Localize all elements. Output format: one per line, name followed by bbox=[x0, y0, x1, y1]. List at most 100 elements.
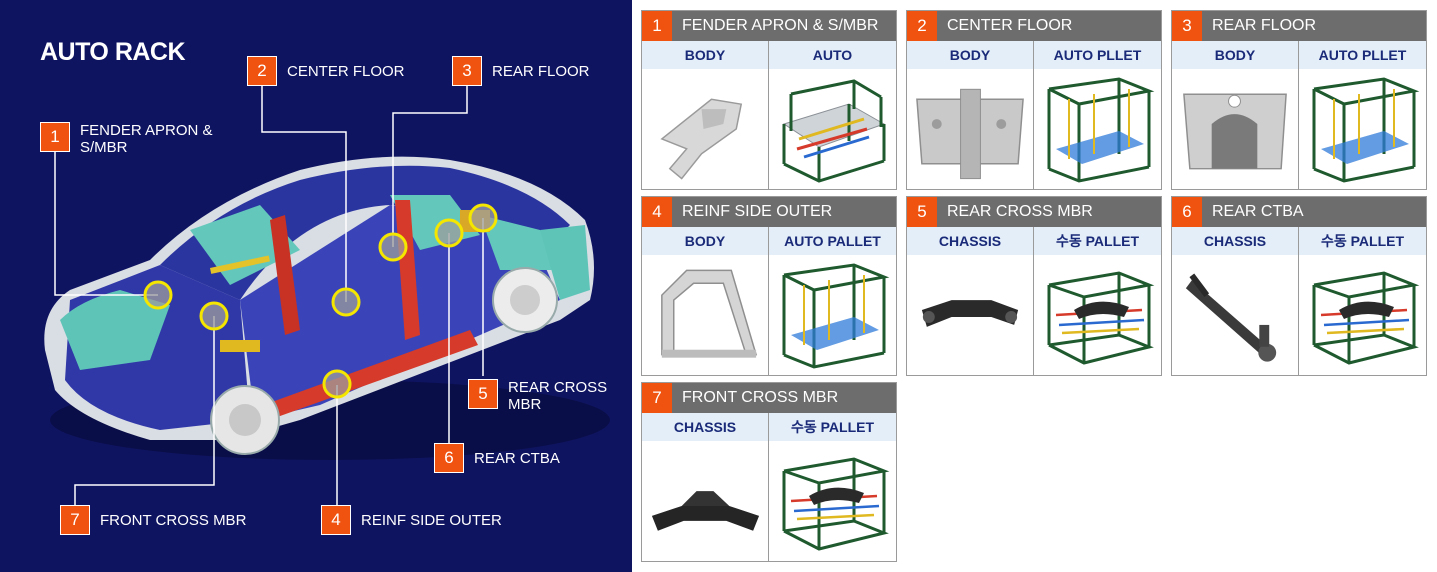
part-column: BODY bbox=[1172, 41, 1299, 189]
auto-pallet-rack-icon bbox=[1299, 69, 1426, 189]
auto-pallet-rack-icon bbox=[1034, 69, 1161, 189]
marker-1 bbox=[143, 280, 173, 310]
part-card-4: 4 REINF SIDE OUTER BODY AUTO PALLET bbox=[641, 196, 897, 376]
car-body-illustration bbox=[44, 85, 610, 505]
marker-5 bbox=[468, 203, 498, 233]
marker-7 bbox=[199, 301, 229, 331]
manual-pallet-rack-icon bbox=[1299, 255, 1426, 375]
card-number: 6 bbox=[1172, 197, 1202, 227]
rack-type-label: 수동 PALLET bbox=[1034, 227, 1161, 255]
callout-label: REAR FLOOR bbox=[492, 63, 590, 80]
card-header: 3 REAR FLOOR bbox=[1172, 11, 1426, 41]
part-column: BODY bbox=[907, 41, 1034, 189]
rear-floor-part-icon bbox=[1172, 69, 1298, 189]
part-card-1: 1 FENDER APRON & S/MBR BODY AUTO bbox=[641, 10, 897, 190]
callout-leader-lines bbox=[54, 85, 484, 505]
card-title: REINF SIDE OUTER bbox=[682, 203, 833, 220]
manual-pallet-rack-icon bbox=[769, 441, 896, 561]
part-card-7: 7 FRONT CROSS MBR CHASSIS 수동 PALLET bbox=[641, 382, 897, 562]
callout-number: 3 bbox=[452, 56, 482, 86]
page-title: AUTO RACK bbox=[40, 38, 186, 66]
callout-number: 4 bbox=[321, 505, 351, 535]
callout-number: 1 bbox=[40, 122, 70, 152]
part-markers bbox=[143, 203, 498, 399]
fender-apron-part-icon bbox=[642, 69, 768, 189]
side-outer-part-icon bbox=[642, 255, 768, 375]
auto-rack-icon bbox=[769, 69, 896, 189]
part-category-label: CHASSIS bbox=[1172, 227, 1298, 255]
callout-number: 2 bbox=[247, 56, 277, 86]
manual-pallet-rack-icon bbox=[1034, 255, 1161, 375]
part-column: CHASSIS bbox=[1172, 227, 1299, 375]
rack-column: AUTO PLLET bbox=[1299, 41, 1426, 189]
rack-type-label: AUTO PLLET bbox=[1299, 41, 1426, 69]
callout-label: FENDER APRON & S/MBR bbox=[80, 122, 213, 156]
card-header: 7 FRONT CROSS MBR bbox=[642, 383, 896, 413]
rack-type-label: AUTO PALLET bbox=[769, 227, 896, 255]
callout-6: 6 REAR CTBA bbox=[434, 443, 560, 473]
center-floor-part-icon bbox=[907, 69, 1033, 189]
card-number: 4 bbox=[642, 197, 672, 227]
callout-label: REAR CROSS MBR bbox=[508, 379, 608, 413]
callout-2: 2 CENTER FLOOR bbox=[247, 56, 405, 86]
callout-number: 7 bbox=[60, 505, 90, 535]
rear-cross-member-part-icon bbox=[907, 255, 1033, 375]
rack-type-label: 수동 PALLET bbox=[769, 413, 896, 441]
callout-label: REAR CTBA bbox=[474, 450, 560, 467]
card-header: 4 REINF SIDE OUTER bbox=[642, 197, 896, 227]
card-header: 2 CENTER FLOOR bbox=[907, 11, 1161, 41]
card-header: 1 FENDER APRON & S/MBR bbox=[642, 11, 896, 41]
rack-column: 수동 PALLET bbox=[1299, 227, 1426, 375]
rack-type-label: AUTO bbox=[769, 41, 896, 69]
front-cross-member-part-icon bbox=[642, 441, 768, 561]
part-card-5: 5 REAR CROSS MBR CHASSIS 수동 PALLET bbox=[906, 196, 1162, 376]
part-category-label: CHASSIS bbox=[642, 413, 768, 441]
rack-column: 수동 PALLET bbox=[769, 413, 896, 561]
part-column: BODY bbox=[642, 41, 769, 189]
card-title: REAR CTBA bbox=[1212, 203, 1304, 220]
callout-label: CENTER FLOOR bbox=[287, 63, 405, 80]
part-category-label: BODY bbox=[1172, 41, 1298, 69]
rack-column: AUTO bbox=[769, 41, 896, 189]
part-category-label: BODY bbox=[642, 41, 768, 69]
part-column: CHASSIS bbox=[642, 413, 769, 561]
card-number: 7 bbox=[642, 383, 672, 413]
card-title: REAR CROSS MBR bbox=[947, 203, 1093, 220]
part-category-label: BODY bbox=[907, 41, 1033, 69]
callout-number: 6 bbox=[434, 443, 464, 473]
rack-column: AUTO PALLET bbox=[769, 227, 896, 375]
rack-type-label: 수동 PALLET bbox=[1299, 227, 1426, 255]
marker-3 bbox=[378, 232, 408, 262]
card-title: FENDER APRON & S/MBR bbox=[682, 17, 879, 34]
car-diagram-panel: AUTO RACK 1 FENDER APRON & S/MBR 2 CENTE… bbox=[0, 0, 632, 572]
card-number: 5 bbox=[907, 197, 937, 227]
card-number: 1 bbox=[642, 11, 672, 41]
card-header: 6 REAR CTBA bbox=[1172, 197, 1426, 227]
card-header: 5 REAR CROSS MBR bbox=[907, 197, 1161, 227]
marker-4 bbox=[322, 369, 352, 399]
auto-pallet-rack-icon bbox=[769, 255, 896, 375]
marker-6 bbox=[434, 218, 464, 248]
rack-column: AUTO PLLET bbox=[1034, 41, 1161, 189]
card-title: REAR FLOOR bbox=[1212, 17, 1317, 34]
callout-1: 1 FENDER APRON & S/MBR bbox=[40, 122, 213, 156]
callout-3: 3 REAR FLOOR bbox=[452, 56, 590, 86]
card-number: 3 bbox=[1172, 11, 1202, 41]
part-card-2: 2 CENTER FLOOR BODY AUTO PLLET bbox=[906, 10, 1162, 190]
callout-4: 4 REINF SIDE OUTER bbox=[321, 505, 502, 535]
part-card-3: 3 REAR FLOOR BODY AUTO PLLET bbox=[1171, 10, 1427, 190]
callout-7: 7 FRONT CROSS MBR bbox=[60, 505, 246, 535]
part-column: CHASSIS bbox=[907, 227, 1034, 375]
marker-2 bbox=[331, 287, 361, 317]
card-title: FRONT CROSS MBR bbox=[682, 389, 839, 406]
callout-number: 5 bbox=[468, 379, 498, 409]
callout-label: REINF SIDE OUTER bbox=[361, 512, 502, 529]
rear-ctba-part-icon bbox=[1172, 255, 1298, 375]
card-number: 2 bbox=[907, 11, 937, 41]
part-category-label: BODY bbox=[642, 227, 768, 255]
car-body-shape bbox=[44, 156, 610, 460]
rack-column: 수동 PALLET bbox=[1034, 227, 1161, 375]
callout-label: FRONT CROSS MBR bbox=[100, 512, 247, 529]
card-title: CENTER FLOOR bbox=[947, 17, 1073, 34]
